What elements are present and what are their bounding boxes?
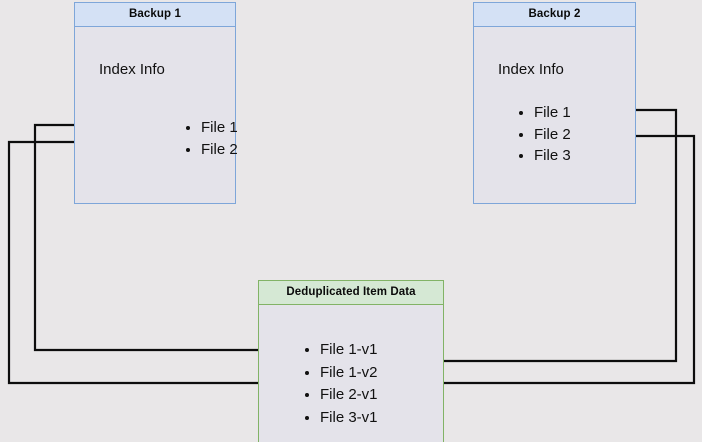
list-item: File 1 — [201, 117, 238, 139]
node-backup1-title: Backup 1 — [75, 3, 235, 27]
node-backup1-file-list: File 1 File 2 — [185, 117, 238, 160]
list-item: File 3-v1 — [320, 407, 378, 430]
list-item: File 1-v2 — [320, 362, 378, 385]
node-dedup-title: Deduplicated Item Data — [259, 281, 443, 305]
node-backup2-title: Backup 2 — [474, 3, 635, 27]
node-backup2-file-list: File 1 File 2 File 3 — [518, 102, 571, 167]
node-backup2[interactable]: Backup 2 Index Info File 1 File 2 File 3 — [473, 2, 636, 204]
list-item: File 2-v1 — [320, 384, 378, 407]
node-backup1[interactable]: Backup 1 Index Info File 1 File 2 — [74, 2, 238, 204]
node-dedup-file-list: File 1-v1 File 1-v2 File 2-v1 File 3-v1 — [304, 339, 378, 429]
list-item: File 2 — [534, 124, 571, 146]
list-item: File 1-v1 — [320, 339, 378, 362]
list-item: File 1 — [534, 102, 571, 124]
list-item: File 3 — [534, 145, 571, 167]
node-backup1-index-label: Index Info — [99, 61, 165, 78]
node-backup2-index-label: Index Info — [498, 61, 564, 78]
node-deduplicated-item-data[interactable]: Deduplicated Item Data File 1-v1 File 1-… — [258, 280, 444, 442]
list-item: File 2 — [201, 139, 238, 161]
